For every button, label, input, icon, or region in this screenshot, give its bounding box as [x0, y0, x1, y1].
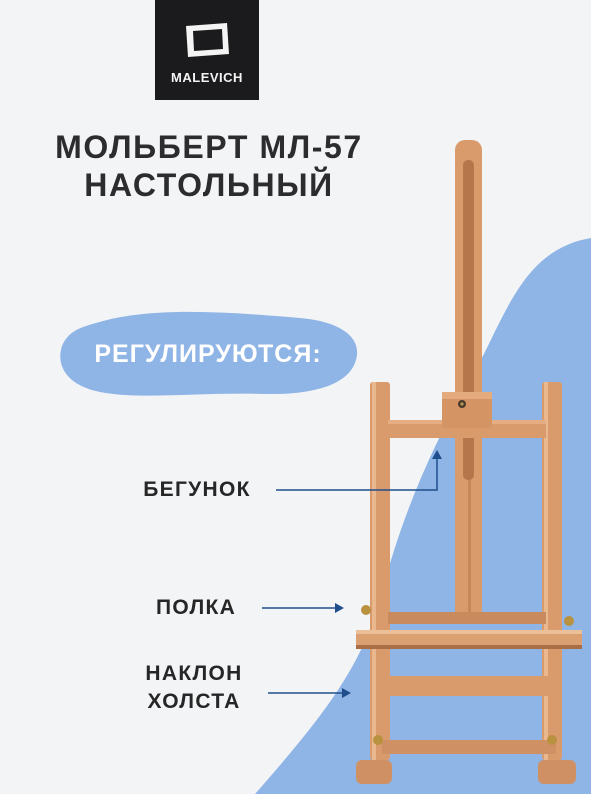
- heading-blob: [60, 311, 358, 396]
- product-title: МОЛЬБЕРТ МЛ-57 НАСТОЛЬНЫЙ: [24, 128, 394, 204]
- product-title-line2: НАСТОЛЬНЫЙ: [84, 167, 334, 203]
- callout-slider-label: БЕГУНОК: [143, 478, 251, 501]
- callout-slider: БЕГУНОК: [128, 476, 266, 504]
- callout-shelf: ПОЛКА: [138, 594, 254, 622]
- arrow-shelf: [262, 603, 344, 613]
- arrow-slider: [276, 450, 442, 491]
- callout-tilt: НАКЛОН ХОЛСТА: [124, 660, 264, 716]
- product-title-line1: МОЛЬБЕРТ МЛ-57: [55, 129, 363, 165]
- callout-tilt-line2: ХОЛСТА: [147, 690, 241, 713]
- callout-tilt-line1: НАКЛОН: [145, 662, 243, 685]
- easel-illustration: [356, 140, 582, 784]
- brand-logo: MALEVICH: [155, 0, 259, 100]
- logo-text: MALEVICH: [171, 70, 243, 85]
- adjustable-heading: РЕГУЛИРУЮТСЯ:: [94, 340, 322, 368]
- callout-shelf-label: ПОЛКА: [155, 596, 237, 619]
- decor-blob-right: [255, 238, 591, 794]
- arrow-tilt: [268, 688, 351, 698]
- frame-icon: [186, 23, 229, 57]
